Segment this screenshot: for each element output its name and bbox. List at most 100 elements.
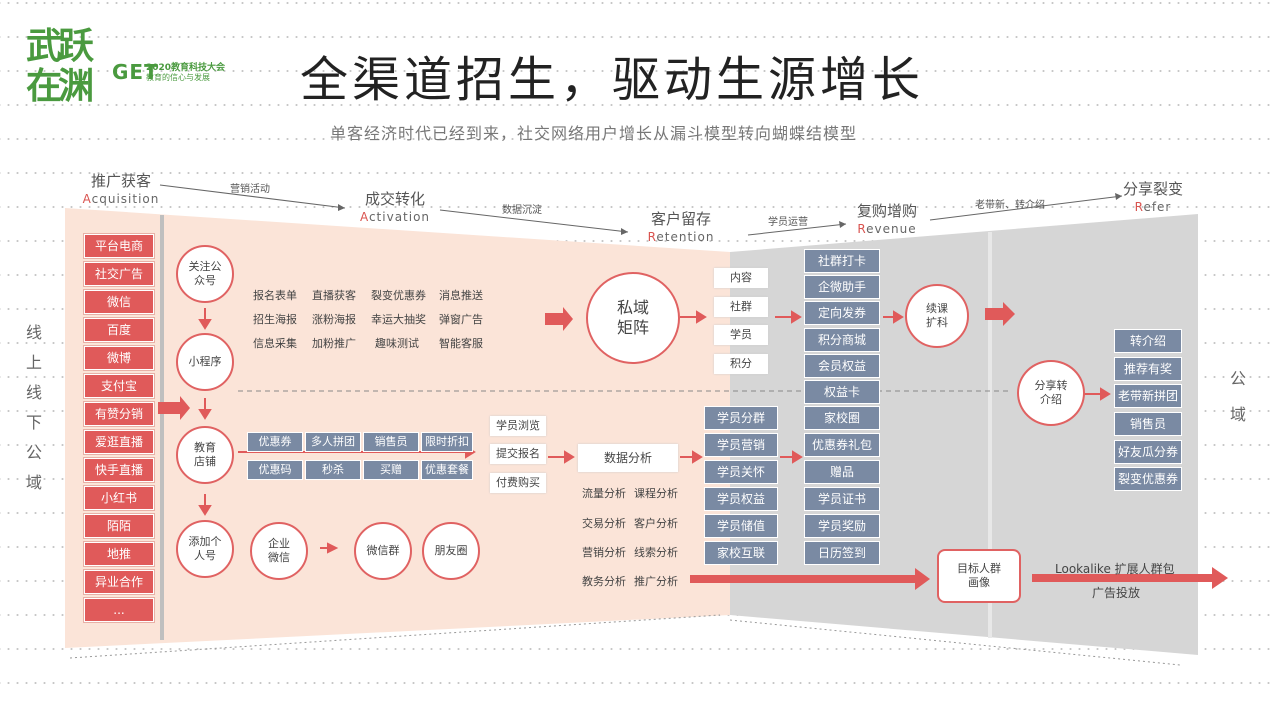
- data-analysis-box[interactable]: 数据分析: [578, 444, 678, 472]
- tool-item: 智能客服: [439, 337, 483, 350]
- revenue-item[interactable]: 社群打卡: [804, 249, 880, 273]
- target-box[interactable]: 目标人群画像: [937, 549, 1021, 603]
- channel-item[interactable]: 异业合作: [84, 570, 154, 594]
- channel-item[interactable]: 快手直播: [84, 458, 154, 482]
- student-op[interactable]: 学员分群: [704, 406, 778, 430]
- tool-item: 弹窗广告: [439, 313, 483, 326]
- refer-item[interactable]: 老带新拼团: [1114, 384, 1182, 408]
- circle-weixinqun[interactable]: 微信群: [354, 522, 412, 580]
- revenue-item[interactable]: 会员权益: [804, 354, 880, 378]
- tool-mid[interactable]: 限时折扣: [421, 432, 473, 452]
- page-subtitle: 单客经济时代已经到来，社交网络用户增长从漏斗模型转向蝴蝶结模型: [330, 124, 858, 143]
- student-op[interactable]: 学员关怀: [704, 460, 778, 484]
- action-item[interactable]: 提交报名: [490, 444, 546, 464]
- analysis-item: 客户分析: [634, 517, 678, 530]
- student-op[interactable]: 学员权益: [704, 487, 778, 511]
- revenue-item[interactable]: 企微助手: [804, 275, 880, 299]
- analysis-item: 教务分析: [582, 575, 626, 588]
- channel-item[interactable]: 有赞分销: [84, 402, 154, 426]
- channel-item[interactable]: ...: [84, 598, 154, 622]
- analysis-item: 交易分析: [582, 517, 626, 530]
- retention-item[interactable]: 内容: [714, 268, 768, 288]
- retention-item[interactable]: 社群: [714, 297, 768, 317]
- stage-retention: 客户留存 Retention: [636, 210, 726, 246]
- circle-fenxiang[interactable]: 分享转介绍: [1017, 360, 1085, 426]
- circle-xuke[interactable]: 续课扩科: [905, 284, 969, 348]
- tool-item: 报名表单: [253, 289, 297, 302]
- tool-mid[interactable]: 优惠套餐: [421, 460, 473, 480]
- revenue-item[interactable]: 日历签到: [804, 541, 880, 565]
- student-op[interactable]: 学员营销: [704, 433, 778, 457]
- stage-revenue: 复购增购 Revenue: [842, 202, 932, 238]
- student-op[interactable]: 家校互联: [704, 541, 778, 565]
- tool-mid[interactable]: 买赠: [363, 460, 419, 480]
- tool-mid[interactable]: 优惠码: [247, 460, 303, 480]
- action-item[interactable]: 学员浏览: [490, 416, 546, 436]
- channel-item[interactable]: 陌陌: [84, 514, 154, 538]
- stage-acquisition: 推广获客 Acquisition: [76, 172, 166, 208]
- refer-item[interactable]: 销售员: [1114, 412, 1182, 436]
- tool-item: 趣味测试: [375, 337, 419, 350]
- stage-cn: 成交转化: [364, 190, 425, 208]
- tool-mid[interactable]: 优惠券: [247, 432, 303, 452]
- conference-name: 2020教育科技大会: [146, 63, 226, 73]
- stage-cn: 推广获客: [90, 172, 151, 190]
- channel-item[interactable]: 社交广告: [84, 262, 154, 286]
- revenue-item[interactable]: 赠品: [804, 460, 880, 484]
- action-item[interactable]: 付费购买: [490, 473, 546, 493]
- label-marketing: 营销活动: [230, 184, 270, 195]
- stage-cn: 复购增购: [856, 202, 917, 220]
- revenue-item[interactable]: 学员奖励: [804, 514, 880, 538]
- tool-item: 信息采集: [253, 337, 297, 350]
- revenue-item[interactable]: 积分商城: [804, 328, 880, 352]
- refer-item[interactable]: 转介绍: [1114, 329, 1182, 353]
- tool-mid[interactable]: 秒杀: [305, 460, 361, 480]
- circle-siyu[interactable]: 私域矩阵: [586, 272, 680, 364]
- channel-item[interactable]: 支付宝: [84, 374, 154, 398]
- label-data: 数据沉淀: [502, 205, 542, 216]
- student-op[interactable]: 学员储值: [704, 514, 778, 538]
- circle-qiye[interactable]: 企业微信: [250, 522, 308, 580]
- refer-item[interactable]: 裂变优惠券: [1114, 467, 1182, 491]
- tool-item: 直播获客: [312, 289, 356, 302]
- tool-item: 消息推送: [439, 289, 483, 302]
- side-left-label: 线上线 下公域: [25, 323, 42, 492]
- stage-cn: 客户留存: [650, 210, 711, 228]
- tool-item: 招生海报: [253, 313, 297, 326]
- channel-item[interactable]: 百度: [84, 318, 154, 342]
- revenue-item[interactable]: 优惠券礼包: [804, 433, 880, 457]
- refer-item[interactable]: 好友瓜分券: [1114, 440, 1182, 464]
- tool-mid[interactable]: 销售员: [363, 432, 419, 452]
- analysis-item: 推广分析: [634, 575, 678, 588]
- analysis-item: 营销分析: [582, 546, 626, 559]
- channel-item[interactable]: 小红书: [84, 486, 154, 510]
- revenue-item[interactable]: 家校圈: [804, 406, 880, 430]
- channel-item[interactable]: 微博: [84, 346, 154, 370]
- circle-tianjia[interactable]: 添加个人号: [176, 520, 234, 578]
- retention-item[interactable]: 积分: [714, 354, 768, 374]
- circle-jiaoyu[interactable]: 教育店铺: [176, 426, 234, 484]
- tool-item: 加粉推广: [312, 337, 356, 350]
- channel-item[interactable]: 地推: [84, 542, 154, 566]
- stage-refer: 分享裂变 Refer: [1108, 180, 1198, 216]
- channel-item[interactable]: 微信: [84, 290, 154, 314]
- tool-item: 裂变优惠券: [371, 289, 426, 302]
- circle-gongzhonghao[interactable]: 关注公众号: [176, 245, 234, 303]
- retention-item[interactable]: 学员: [714, 325, 768, 345]
- analysis-item: 流量分析: [582, 487, 626, 500]
- lookalike-label: Lookalike 扩展人群包: [1055, 562, 1175, 576]
- channel-item[interactable]: 平台电商: [84, 234, 154, 258]
- logo-text: 武跃在渊: [26, 25, 94, 107]
- ads-label: 广告投放: [1092, 586, 1141, 600]
- page-title: 全渠道招生，驱动生源增长: [300, 52, 925, 108]
- refer-item[interactable]: 推荐有奖: [1114, 357, 1182, 381]
- analysis-item: 课程分析: [634, 487, 678, 500]
- revenue-item[interactable]: 定向发券: [804, 301, 880, 325]
- logo-get: GET: [112, 60, 159, 84]
- circle-pengyouquan[interactable]: 朋友圈: [422, 522, 480, 580]
- circle-xiaochengxu[interactable]: 小程序: [176, 333, 234, 391]
- tool-mid[interactable]: 多人拼团: [305, 432, 361, 452]
- revenue-item[interactable]: 权益卡: [804, 380, 880, 404]
- channel-item[interactable]: 爱逛直播: [84, 430, 154, 454]
- revenue-item[interactable]: 学员证书: [804, 487, 880, 511]
